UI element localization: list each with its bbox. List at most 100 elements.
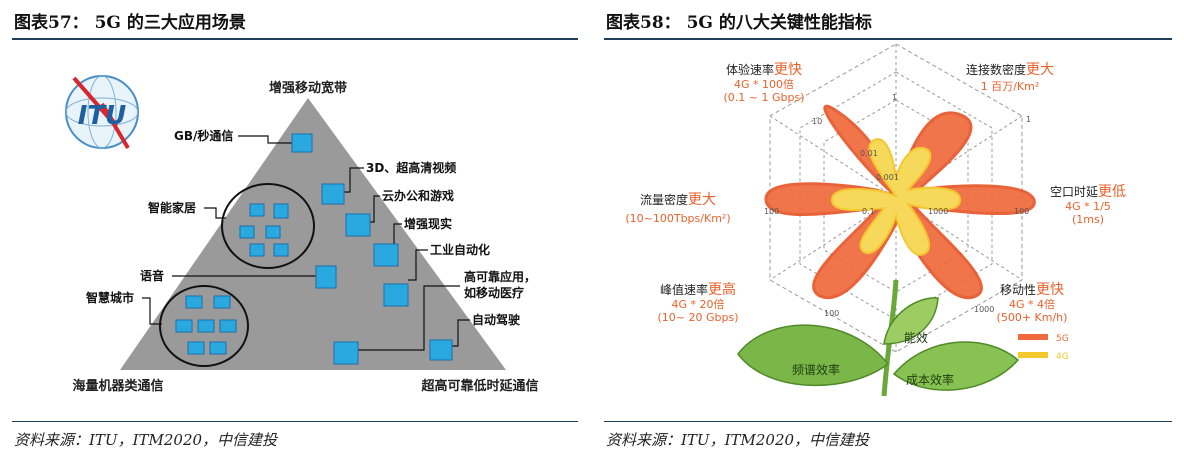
plant-illustration: 能效 频谱效率 成本效率: [737, 279, 1020, 397]
city-light-icon: [213, 295, 231, 309]
city-meter-icon: [175, 319, 193, 333]
city-drone-icon: [185, 295, 203, 309]
city-wifi-icon: [219, 319, 237, 333]
svg-text:流量密度更大: 流量密度更大: [640, 192, 716, 208]
label-high-reliability-line2: 如移动医疗: [464, 285, 524, 300]
monitor-icon: [321, 183, 345, 205]
label-3d-uhd-video: 3D、超高清视频: [366, 160, 456, 175]
metric-line3-traffic-density: ): [726, 212, 730, 225]
metric-line2-connection-density: 1 百万/Km²: [981, 80, 1040, 93]
metric-line2-peak-rate: 4G * 20倍: [671, 297, 724, 311]
metric-suffix-air-latency: 更低: [1098, 184, 1126, 200]
phone-icon: [315, 265, 337, 289]
metric-line2-air-latency: 4G * 1/5: [1065, 200, 1111, 213]
svg-text:移动性更快: 移动性更快: [1000, 282, 1064, 298]
city-house-icon: [197, 319, 215, 333]
ar-globe-icon: [373, 243, 399, 267]
home-speaker-icon: [273, 243, 289, 257]
leaf-label-cost-efficiency: 成本效率: [906, 372, 954, 387]
city-sensor-icon: [187, 341, 205, 355]
right-label-group: GB/秒通信 3D、超高清视频 云办公和游戏 增强现实 工业自动化 高可靠应用，…: [174, 128, 536, 351]
legend-swatch-5g: [1018, 334, 1048, 340]
metric-line3-experience-rate: (0.1 ~ 1 Gbps): [723, 91, 804, 104]
bottom-left-label: 海量机器类通信: [72, 378, 163, 394]
left-label-group: 智能家居 语音 智慧城市: [85, 200, 316, 325]
label-cloud-office-gaming: 云办公和游戏: [382, 188, 454, 203]
label-autonomous-driving: 自动驾驶: [472, 312, 520, 327]
leaf-label-spectrum-efficiency: 频谱效率: [792, 362, 840, 377]
metric-label-traffic-density: 流量密度: [640, 192, 688, 207]
tick-inner-top: 0.01: [860, 149, 878, 158]
label-smart-home: 智能家居: [147, 200, 196, 215]
legend-swatch-4g: [1018, 352, 1048, 358]
metric-label-peak-rate: 峰值速率: [660, 282, 708, 297]
svg-text:连接数密度更大: 连接数密度更大: [966, 62, 1054, 78]
vr-headset-icon: [345, 213, 371, 237]
tick-top-left: 10: [812, 117, 822, 126]
home-tv-icon: [249, 243, 265, 257]
tick-top-right: 1: [1026, 115, 1031, 124]
left-bottom-rule: [12, 421, 578, 422]
left-figure-title: 图表57： 5G 的三大应用场景: [14, 13, 246, 33]
tick-right-inner: 1000: [928, 207, 948, 216]
right-top-rule: [604, 38, 1172, 40]
metric-label-air-latency: 空口时延: [1050, 185, 1098, 199]
label-gb-per-second: GB/秒通信: [174, 128, 233, 143]
tick-inner-mid: 0.001: [876, 173, 899, 182]
home-fridge-icon: [273, 203, 289, 219]
right-figure-title: 图表58： 5G 的八大关键性能指标: [606, 13, 872, 33]
metric-labels: 体验速率更快 4G * 100倍 (0.1 ~ 1 Gbps) 连接数密度更大 …: [625, 62, 1126, 324]
metric-suffix-mobility: 更快: [1036, 282, 1064, 298]
right-bottom-rule: [604, 421, 1172, 422]
svg-text:空口时延更低: 空口时延更低: [1050, 184, 1126, 200]
leaf-label-energy-efficiency: 能效: [904, 330, 928, 345]
axis-tick-labels: 1 10 1 100 100 1000 0.1 0.01 0.001 100 1…: [764, 93, 1031, 318]
metric-line2-experience-rate: 4G * 100倍: [734, 77, 794, 91]
left-top-rule: [12, 38, 578, 40]
right-source: 资料来源：ITU，ITM2020，中信建投: [606, 431, 870, 449]
scenario-icons: [175, 133, 453, 365]
apex-label: 增强移动宽带: [269, 80, 347, 96]
smart-city-circle: [159, 285, 249, 367]
metric-label-experience-rate: 体验速率: [726, 62, 774, 77]
bottom-right-label: 超高可靠低时延通信: [421, 378, 538, 394]
metric-line2-traffic-density: (10~100Tbps/Km²: [625, 212, 726, 225]
svg-text:峰值速率更高: 峰值速率更高: [660, 281, 736, 298]
svg-text:体验速率更快: 体验速率更快: [726, 62, 802, 78]
leaf-left: [737, 324, 890, 387]
itu-logo-text: ITU: [78, 101, 127, 131]
scenario-pyramid-figure: ITU 增强移动宽带 海量机器类通信 超高可靠低时延通信 GB/秒通信 3D、超…: [65, 75, 539, 394]
label-smart-city: 智慧城市: [85, 290, 134, 305]
metric-label-connection-density: 连接数密度: [966, 62, 1026, 77]
kpi-flower-figure: 1 10 1 100 100 1000 0.1 0.01 0.001 100 1…: [625, 44, 1126, 397]
tick-right: 100: [1014, 207, 1029, 216]
label-voice: 语音: [140, 268, 164, 283]
tick-top: 1: [892, 93, 897, 102]
metric-suffix-peak-rate: 更高: [708, 281, 736, 298]
leaf-right: [892, 341, 1020, 391]
metric-line2-mobility: 4G * 4倍: [1009, 297, 1055, 311]
metric-suffix-experience-rate: 更快: [774, 62, 802, 78]
left-source: 资料来源：ITU，ITM2020，中信建投: [14, 431, 278, 449]
legend-label-4g: 4G: [1056, 352, 1069, 362]
metric-suffix-connection-density: 更大: [1026, 62, 1054, 78]
home-device-icon: [249, 203, 265, 217]
home-camera-icon: [265, 225, 281, 239]
city-camera-icon: [209, 341, 227, 355]
car-icon: [429, 339, 453, 361]
tick-left: 100: [764, 207, 779, 216]
metric-line3-peak-rate: (10~ 20 Gbps): [657, 311, 738, 324]
metric-line3-air-latency: (1ms): [1072, 213, 1104, 226]
label-high-reliability-line1: 高可靠应用，: [464, 269, 536, 284]
metric-suffix-traffic-density: 更大: [688, 192, 716, 208]
database-icon: [291, 133, 313, 153]
metric-line3-mobility: (500+ Km/h): [997, 311, 1068, 324]
metric-label-mobility: 移动性: [1000, 283, 1036, 297]
tick-bottom-left: 100: [824, 309, 839, 318]
svg-text:(10~100Tbps/Km²): (10~100Tbps/Km²): [625, 212, 730, 225]
legend: 5G 4G: [1018, 334, 1069, 362]
label-industrial-automation: 工业自动化: [430, 242, 490, 257]
medical-cross-icon: [333, 341, 359, 365]
tick-bottom-right: 1000: [974, 305, 994, 314]
tick-left-inner: 0.1: [862, 207, 875, 216]
